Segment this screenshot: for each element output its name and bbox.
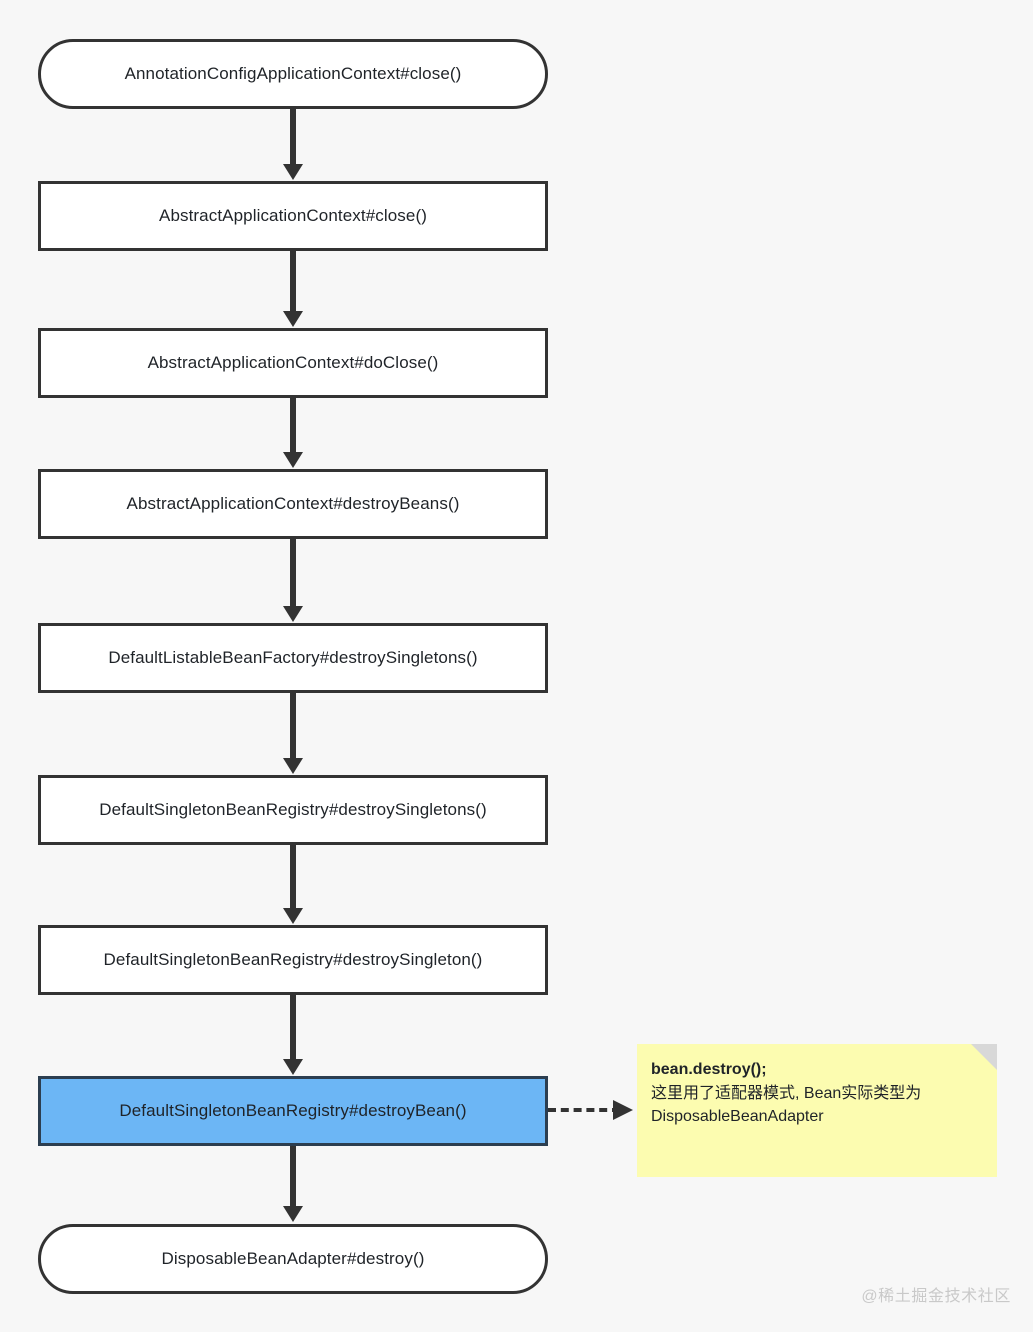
flow-node-label: DefaultSingletonBeanRegistry#destroySing… [99,800,487,819]
edge-line-n6-n7 [290,845,296,910]
edge-arrowhead-n4-n5 [283,606,303,622]
flow-node-label: AbstractApplicationContext#close() [159,206,427,225]
flow-node-defaultlistablebeanfactory-destroysingletons[interactable]: DefaultListableBeanFactory#destroySingle… [38,623,548,693]
flow-node-defaultsingletonbeanregistry-destroysingleton[interactable]: DefaultSingletonBeanRegistry#destroySing… [38,925,548,995]
note-body: 这里用了适配器模式, Bean实际类型为 DisposableBeanAdapt… [651,1085,922,1126]
edge-line-n5-n6 [290,693,296,760]
edge-arrowhead-n3-n4 [283,452,303,468]
edge-line-n4-n5 [290,539,296,608]
edge-arrowhead-n6-n7 [283,908,303,924]
flow-node-abstractapplicationcontext-close[interactable]: AbstractApplicationContext#close() [38,181,548,251]
flow-node-label: AnnotationConfigApplicationContext#close… [124,64,462,83]
edge-arrowhead-n2-n3 [283,311,303,327]
edge-arrowhead-n7-n8 [283,1059,303,1075]
flow-node-label: DefaultSingletonBeanRegistry#destroySing… [103,950,483,969]
note-fold-corner-icon [971,1044,997,1070]
flow-node-abstractapplicationcontext-destroybeans[interactable]: AbstractApplicationContext#destroyBeans(… [38,469,548,539]
edge-line-n8-n9 [290,1146,296,1208]
note-title: bean.destroy(); [651,1061,767,1078]
watermark: @稀土掘金技术社区 [861,1288,1011,1305]
edge-line-n1-n2 [290,108,296,165]
edge-arrowhead-n1-n2 [283,164,303,180]
flow-node-label: AbstractApplicationContext#destroyBeans(… [126,494,460,513]
flow-node-label: DefaultListableBeanFactory#destroySingle… [108,648,478,667]
flow-node-disposablebeanadapter-destroy[interactable]: DisposableBeanAdapter#destroy() [38,1224,548,1294]
flow-node-abstractapplicationcontext-doclose[interactable]: AbstractApplicationContext#doClose() [38,328,548,398]
edge-arrowhead-n5-n6 [283,758,303,774]
flow-node-annotationconfigapplicationcontext-close[interactable]: AnnotationConfigApplicationContext#close… [38,39,548,109]
edge-arrowhead-n8-n9 [283,1206,303,1222]
edge-line-n3-n4 [290,398,296,454]
flow-node-label: DisposableBeanAdapter#destroy() [161,1249,425,1268]
edge-line-n2-n3 [290,251,296,313]
edge-line-n7-n8 [290,995,296,1061]
edge-line-n8-note-dashed [548,1108,620,1112]
edge-arrowhead-n8-note [613,1100,633,1120]
flow-node-label: DefaultSingletonBeanRegistry#destroyBean… [119,1101,467,1120]
flow-node-defaultsingletonbeanregistry-destroysingletons[interactable]: DefaultSingletonBeanRegistry#destroySing… [38,775,548,845]
annotation-note[interactable]: bean.destroy(); 这里用了适配器模式, Bean实际类型为 Dis… [637,1044,997,1177]
flow-node-label: AbstractApplicationContext#doClose() [147,353,439,372]
flow-node-defaultsingletonbeanregistry-destroybean[interactable]: DefaultSingletonBeanRegistry#destroyBean… [38,1076,548,1146]
